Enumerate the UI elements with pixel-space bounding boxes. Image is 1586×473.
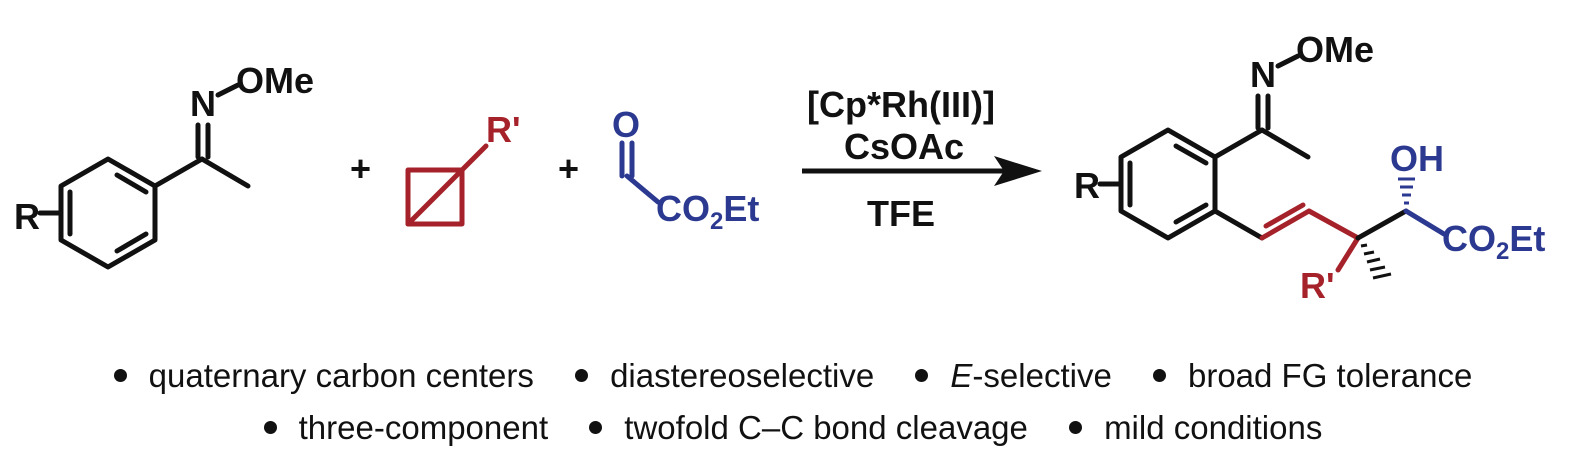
additive-label: CsOAc	[844, 126, 964, 167]
hashed-wedge-hydroxyl	[1398, 177, 1415, 205]
reaction-scheme: N OMe R + R' + O CO2Et [Cp*Rh(III)] CsOA…	[14, 29, 1545, 306]
bullet-icon	[1152, 368, 1166, 382]
reactant-bicyclobutane	[405, 143, 489, 227]
feature-item: diastereoselective	[575, 357, 874, 395]
feature-item: twofold C–C bond cleavage	[589, 409, 1028, 447]
product-structure	[1097, 53, 1447, 273]
bullet-icon	[575, 368, 589, 382]
product-oh-label: OH	[1390, 138, 1444, 179]
feature-item: E-selective	[915, 357, 1112, 395]
features-row-1: quaternary carbon centers diastereoselec…	[0, 357, 1586, 395]
bullet-icon	[113, 368, 127, 382]
catalyst-label: [Cp*Rh(III)]	[807, 84, 995, 125]
product-r-label: R	[1074, 165, 1100, 206]
solvent-label: TFE	[867, 193, 935, 234]
feature-item: quaternary carbon centers	[113, 357, 534, 395]
bullet-icon	[915, 368, 929, 382]
bullet-icon	[1069, 420, 1083, 434]
feature-item: broad FG tolerance	[1152, 357, 1472, 395]
feature-item: mild conditions	[1069, 409, 1322, 447]
product-ome-label: OMe	[1296, 29, 1374, 70]
plus-sign-2: +	[558, 148, 579, 189]
feature-item: three-component	[263, 409, 548, 447]
reactant-oxime	[37, 82, 251, 270]
features-row-2: three-component twofold C–C bond cleavag…	[0, 409, 1586, 447]
reactant-glyoxylate	[619, 140, 661, 205]
product-n-label: N	[1250, 54, 1276, 95]
hashed-wedge-methyl	[1360, 243, 1392, 280]
reaction-arrow	[802, 156, 1042, 186]
bullet-icon	[263, 420, 277, 434]
plus-sign-1: +	[350, 148, 371, 189]
bullet-icon	[589, 420, 603, 434]
glyoxylate-o-label: O	[612, 104, 640, 145]
aryl-r-label: R	[14, 196, 40, 237]
bicyclobutane-rprime-label: R'	[486, 109, 521, 150]
glyoxylate-ester-label: CO2Et	[656, 188, 759, 235]
product-rprime-label: R'	[1300, 265, 1335, 306]
oxime-ome-label: OMe	[236, 60, 314, 101]
oxime-n-label: N	[190, 83, 216, 124]
product-ester-label: CO2Et	[1442, 218, 1545, 265]
